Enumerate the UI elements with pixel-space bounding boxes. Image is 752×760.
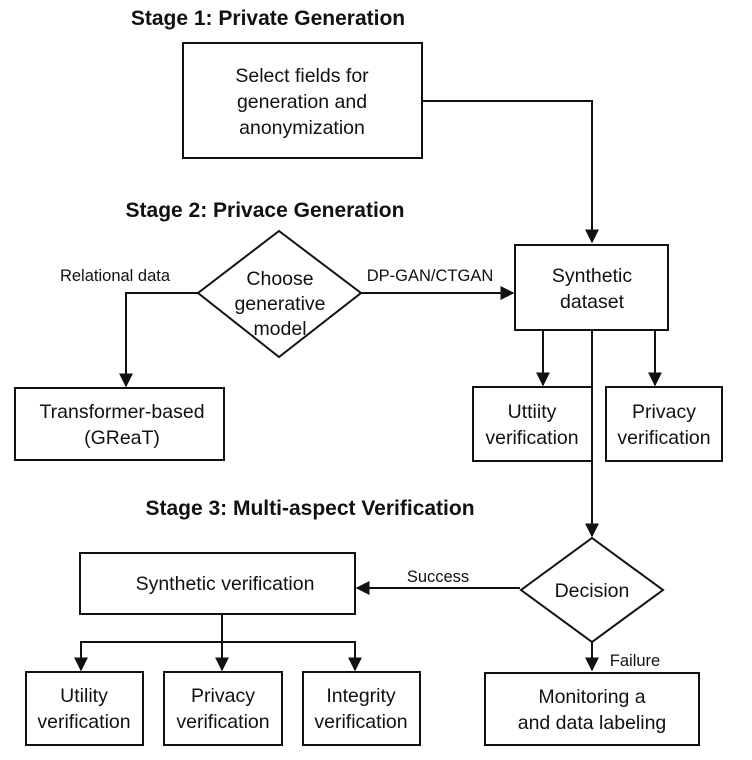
- svg-text:verification: verification: [485, 427, 578, 449]
- node-utility-verification: Utility verification: [25, 671, 144, 746]
- stage1-title: Stage 1: Private Generation: [131, 7, 405, 30]
- svg-text:Privacy: Privacy: [191, 685, 255, 707]
- svg-text:and data labeling: and data labeling: [518, 712, 667, 734]
- svg-text:verification: verification: [176, 711, 269, 733]
- node-decision: Decision: [519, 536, 665, 644]
- svg-text:Privacy: Privacy: [632, 401, 696, 423]
- svg-text:generation and: generation and: [237, 91, 367, 113]
- svg-text:Choose: Choose: [246, 268, 313, 290]
- node-synthetic-verification: Synthetic verification: [79, 552, 356, 615]
- edge-model-to-transformer: [119, 292, 198, 388]
- svg-text:Select fields for: Select fields for: [235, 65, 369, 87]
- node-integrity-verification: Integrity verification: [302, 671, 421, 746]
- svg-text:Synthetic: Synthetic: [552, 265, 632, 287]
- edge-label-failure: Failure: [610, 652, 660, 670]
- edge-label-dp-gan-ctgan: DP-GAN/CTGAN: [367, 267, 494, 285]
- edge-select-to-synthetic: [422, 100, 599, 244]
- svg-text:anonymization: anonymization: [239, 117, 365, 139]
- svg-text:Utility: Utility: [60, 685, 108, 707]
- svg-text:model: model: [253, 318, 306, 340]
- node-choose-model: Choose generative model: [196, 229, 363, 359]
- stage3-title: Stage 3: Multi-aspect Verification: [145, 497, 474, 520]
- node-synthetic-dataset: Synthetic dataset: [514, 244, 669, 331]
- edge-branch-right: [80, 641, 362, 672]
- svg-text:Decision: Decision: [555, 580, 630, 602]
- svg-text:Integrity: Integrity: [326, 685, 396, 707]
- svg-text:Synthetic verification: Synthetic verification: [136, 573, 315, 595]
- stage2-title: Stage 2: Privace Generation: [126, 199, 405, 222]
- node-utility-verification-top: Uttiity verification: [472, 386, 593, 462]
- node-transformer-great: Transformer-based (GReaT): [14, 387, 225, 461]
- svg-text:generative: generative: [234, 293, 325, 315]
- svg-text:verification: verification: [617, 427, 710, 449]
- node-monitoring: Monitoring a and data labeling: [484, 672, 700, 746]
- node-select-fields: Select fields for generation and anonymi…: [182, 42, 423, 159]
- node-privacy-verification-top: Privacy verification: [605, 386, 723, 462]
- svg-text:Uttiity: Uttiity: [508, 401, 557, 423]
- svg-text:verification: verification: [314, 711, 407, 733]
- svg-text:Monitoring a: Monitoring a: [538, 686, 645, 708]
- svg-text:verification: verification: [37, 711, 130, 733]
- node-privacy-verification: Privacy verification: [163, 671, 283, 746]
- svg-text:Transformer-based: Transformer-based: [39, 401, 204, 423]
- svg-text:(GReaT): (GReaT): [84, 427, 160, 449]
- svg-text:dataset: dataset: [560, 291, 625, 313]
- edge-label-success: Success: [407, 568, 469, 586]
- edge-label-relational-data: Relational data: [60, 267, 171, 285]
